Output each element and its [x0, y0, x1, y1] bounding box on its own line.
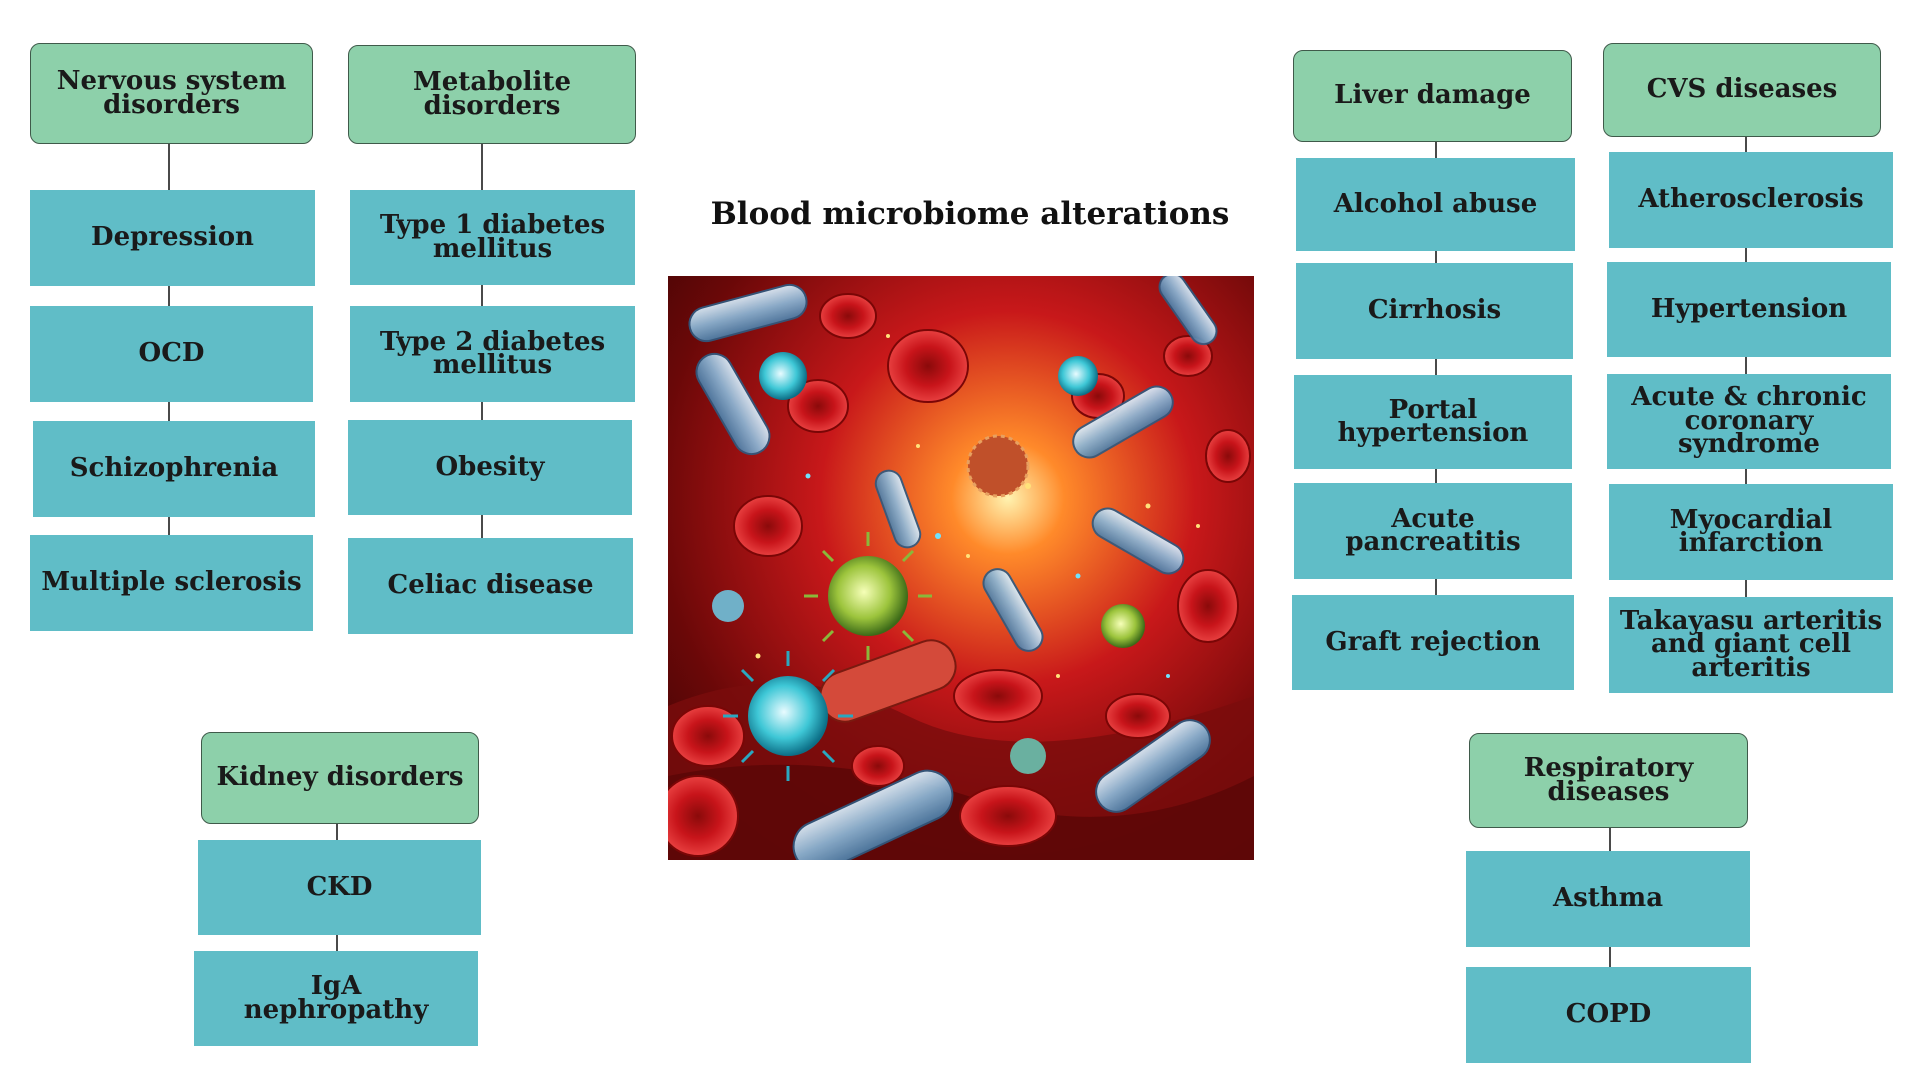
item-alcohol-abuse: Alcohol abuse [1296, 158, 1575, 251]
category-cvs: CVS diseases [1603, 43, 1881, 137]
item-coronary-syndrome: Acute & chronic coronary syndrome [1607, 374, 1891, 469]
item-myocardial-infarction: Myocardial infarction [1609, 484, 1893, 580]
item-iga-nephropathy: IgA nephropathy [194, 951, 478, 1046]
connector-line [1435, 142, 1437, 604]
item-depression: Depression [30, 190, 315, 286]
category-nervous-system: Nervous system disorders [30, 43, 313, 144]
item-acute-pancreatitis: Acute pancreatitis [1294, 483, 1572, 579]
category-respiratory: Respiratory diseases [1469, 733, 1748, 828]
item-ckd: CKD [198, 840, 481, 935]
item-multiple-sclerosis: Multiple sclerosis [30, 535, 313, 631]
diagram-title: Blood microbiome alterations [710, 196, 1230, 232]
item-obesity: Obesity [348, 420, 632, 515]
item-graft-rejection: Graft rejection [1292, 595, 1574, 690]
item-cirrhosis: Cirrhosis [1296, 263, 1573, 359]
connector-line [1745, 137, 1747, 600]
blood-microbiome-illustration [668, 276, 1254, 860]
item-portal-hypertension: Portal hypertension [1294, 375, 1572, 469]
item-hypertension: Hypertension [1607, 262, 1891, 357]
category-kidney: Kidney disorders [201, 732, 479, 824]
item-takayasu-arteritis: Takayasu arteritis and giant cell arteri… [1609, 597, 1893, 693]
category-metabolite: Metabolite disorders [348, 45, 636, 144]
item-schizophrenia: Schizophrenia [33, 421, 315, 517]
item-copd: COPD [1466, 967, 1751, 1063]
item-atherosclerosis: Atherosclerosis [1609, 152, 1893, 248]
item-celiac-disease: Celiac disease [348, 538, 633, 634]
item-type-1-diabetes: Type 1 diabetes mellitus [350, 190, 635, 285]
item-type-2-diabetes: Type 2 diabetes mellitus [350, 306, 635, 402]
item-asthma: Asthma [1466, 851, 1750, 947]
category-liver: Liver damage [1293, 50, 1572, 142]
item-ocd: OCD [30, 306, 313, 402]
